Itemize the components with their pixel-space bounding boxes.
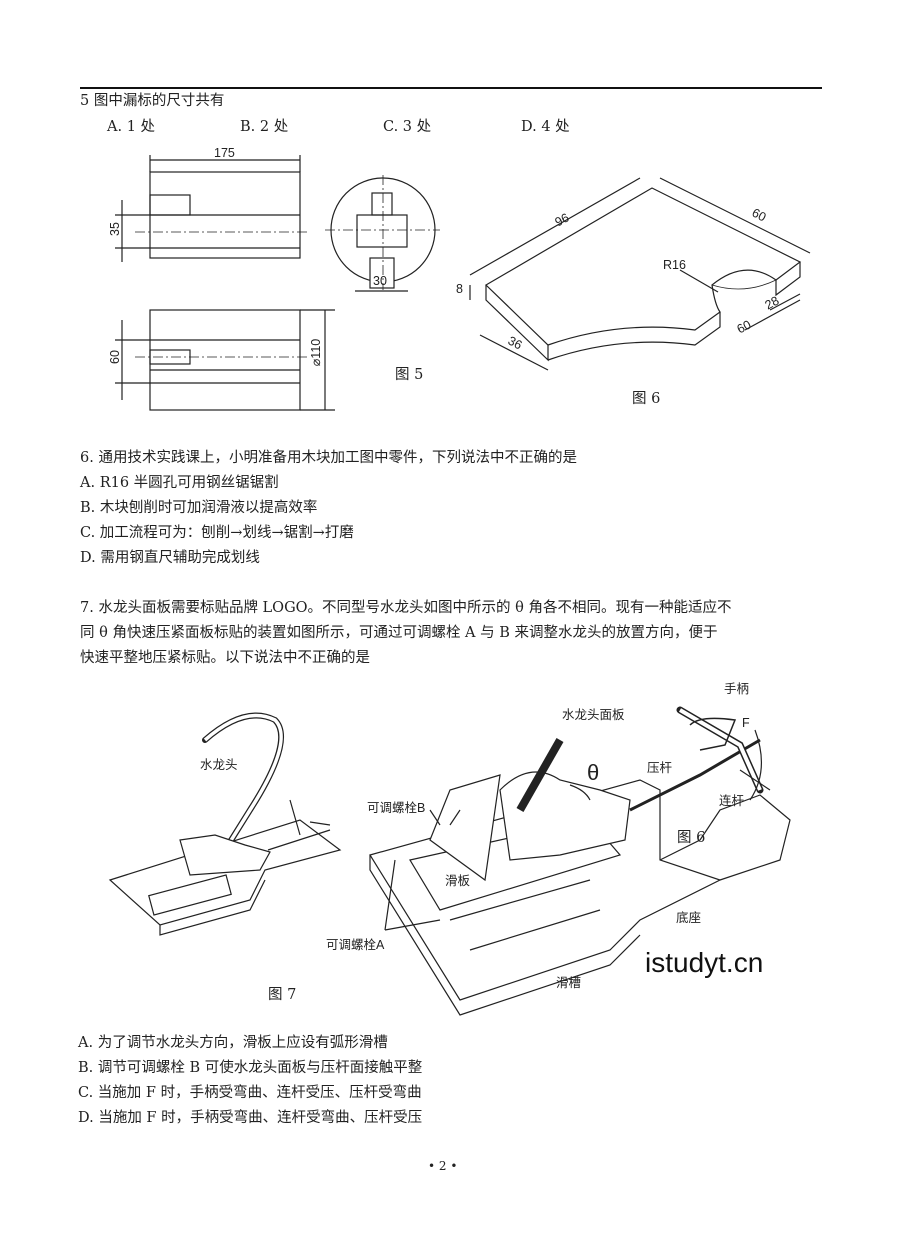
- fig6-device-drawing: [369, 706, 791, 1016]
- q6-stem: 6. 通用技术实践课上，小明准备用木块加工图中零件，下列说法中不正确的是: [80, 450, 577, 466]
- watermark: istudyt.cn: [645, 947, 764, 978]
- fig5-top-view: [115, 309, 335, 411]
- q5-option-b: B. 2 处: [240, 119, 289, 135]
- label-link-rod: 连杆: [719, 794, 745, 808]
- label-fig6-caption: 图 6: [677, 830, 706, 846]
- label-press-rod: 压杆: [647, 761, 673, 775]
- q7-stem-line-3: 快速平整地压紧标贴。以下说法中不正确的是: [80, 650, 370, 666]
- label-bolt-a: 可调螺栓A: [326, 938, 385, 952]
- page-number: • 2 •: [428, 1159, 458, 1173]
- label-slide-groove: 滑槽: [556, 976, 582, 990]
- q5-option-c: C. 3 处: [383, 119, 432, 135]
- label-slide-plate: 滑板: [445, 874, 471, 888]
- q7-stem-line-2: 同 θ 角快速压紧面板标贴的装置如图所示，可通过可调螺栓 A 与 B 来调整水龙…: [80, 625, 718, 641]
- header-rule: [80, 87, 822, 89]
- q6-option-b: B. 木块刨削时可加润滑液以提高效率: [80, 500, 318, 516]
- fig6-dim-8: 8: [456, 282, 463, 296]
- fig6-caption: 图 6: [632, 391, 661, 407]
- fig5-dim-diameter-110: ⌀110: [309, 338, 324, 367]
- fig5-front-view: [115, 155, 310, 262]
- fig6-radius-r16: R16: [663, 258, 686, 272]
- label-force-f: F: [742, 716, 750, 730]
- label-handle: 手柄: [724, 682, 750, 696]
- fig7-device-drawing: [108, 712, 342, 936]
- fig5-dim-175: 175: [214, 146, 235, 160]
- fig5-dim-30: 30: [373, 274, 387, 288]
- q7-option-b: B. 调节可调螺栓 B 可使水龙头面板与压杆面接触平整: [78, 1060, 423, 1076]
- label-base: 底座: [676, 911, 702, 925]
- label-faucet-panel: 水龙头面板: [562, 708, 625, 722]
- q6-option-a: A. R16 半圆孔可用钢丝锯锯割: [80, 475, 279, 491]
- label-theta: θ: [587, 760, 600, 785]
- q5-stem: 5 图中漏标的尺寸共有: [80, 93, 225, 109]
- fig5-caption: 图 5: [395, 367, 424, 383]
- q6-option-c: C. 加工流程可为：刨削→划线→锯割→打磨: [80, 525, 354, 541]
- q5-option-a: A. 1 处: [107, 119, 156, 135]
- label-fig7-caption: 图 7: [268, 987, 297, 1003]
- q7-stem-line-1: 7. 水龙头面板需要标贴品牌 LOGO。不同型号水龙头如图中所示的 θ 角各不相…: [80, 600, 732, 616]
- label-bolt-b: 可调螺栓B: [367, 801, 426, 815]
- q7-option-a: A. 为了调节水龙头方向，滑板上应设有弧形滑槽: [78, 1035, 388, 1051]
- fig5-dim-60: 60: [107, 350, 122, 364]
- label-faucet: 水龙头: [200, 758, 238, 772]
- q7-option-c: C. 当施加 F 时，手柄受弯曲、连杆受压、压杆受弯曲: [78, 1085, 422, 1101]
- fig6-isometric: [469, 177, 811, 371]
- q6-option-d: D. 需用钢直尺辅助完成划线: [80, 550, 260, 566]
- q7-option-d: D. 当施加 F 时，手柄受弯曲、连杆受弯曲、压杆受压: [78, 1110, 423, 1126]
- fig5-side-view: [325, 175, 440, 292]
- q5-option-d: D. 4 处: [521, 119, 570, 135]
- fig5-dim-35: 35: [107, 222, 122, 236]
